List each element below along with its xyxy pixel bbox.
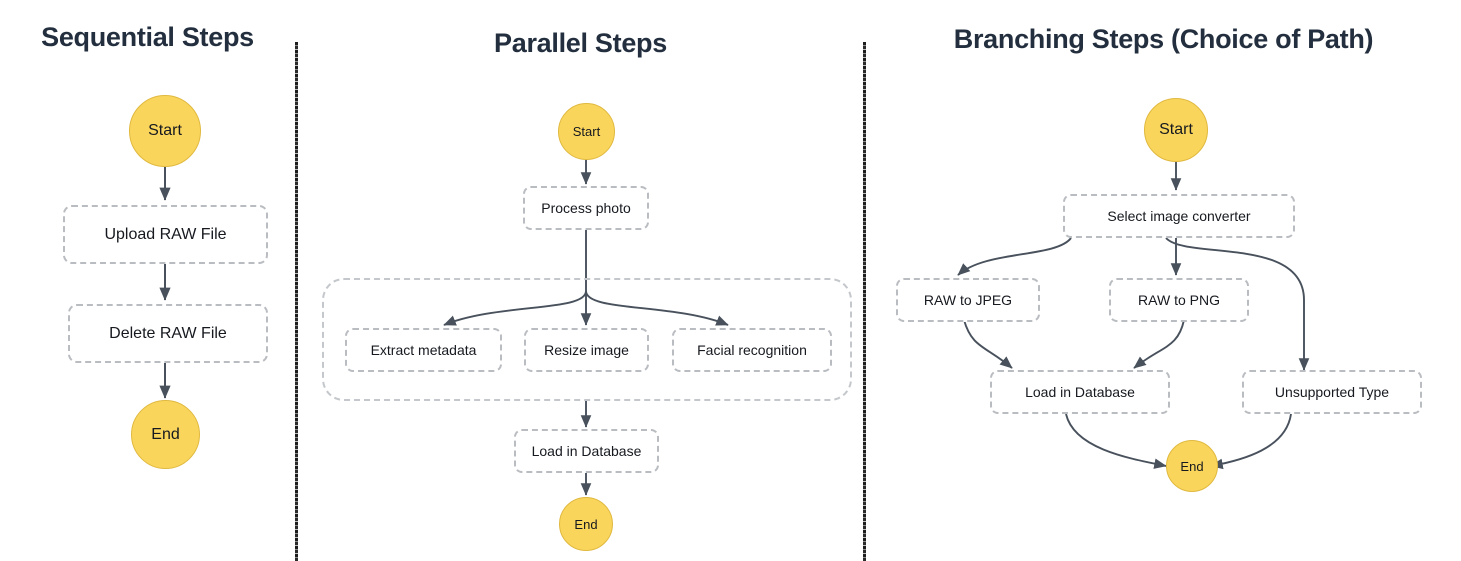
node-start[interactable]: Start <box>558 103 615 160</box>
parallel-group-container <box>322 278 852 401</box>
node-end[interactable]: End <box>1166 440 1218 492</box>
node-label: Delete RAW File <box>109 324 227 342</box>
node-process-photo[interactable]: Process photo <box>523 186 649 230</box>
node-label: Start <box>1159 121 1193 138</box>
node-resize-image[interactable]: Resize image <box>524 328 649 372</box>
node-unsupported-type[interactable]: Unsupported Type <box>1242 370 1422 414</box>
panel-sequential: Sequential Steps Start Upload RAW File D… <box>0 0 295 561</box>
node-raw-to-jpeg[interactable]: RAW to JPEG <box>896 278 1040 322</box>
panel-branching: Branching Steps (Choice of Path) <box>866 0 1461 561</box>
node-load-in-database[interactable]: Load in Database <box>990 370 1170 414</box>
node-label: Select image converter <box>1107 208 1251 224</box>
node-end[interactable]: End <box>131 400 200 469</box>
node-label: Unsupported Type <box>1274 384 1390 400</box>
branching-edges <box>957 162 1310 470</box>
node-label: Load in Database <box>1025 384 1135 400</box>
node-label: End <box>574 516 598 532</box>
node-end[interactable]: End <box>559 497 613 551</box>
node-label: End <box>151 425 180 443</box>
panel-title-sequential: Sequential Steps <box>41 22 254 52</box>
panel-divider-1 <box>295 42 298 561</box>
node-label: Process photo <box>541 200 631 216</box>
node-upload-raw-file[interactable]: Upload RAW File <box>63 205 268 264</box>
node-delete-raw-file[interactable]: Delete RAW File <box>68 304 268 363</box>
node-label: Load in Database <box>531 443 642 459</box>
node-select-image-converter[interactable]: Select image converter <box>1063 194 1295 238</box>
node-label: Extract metadata <box>370 342 477 358</box>
sequential-edges <box>159 167 171 399</box>
node-start[interactable]: Start <box>129 95 201 167</box>
node-label: RAW to PNG <box>1138 292 1220 308</box>
node-extract-metadata[interactable]: Extract metadata <box>345 328 502 372</box>
node-raw-to-png[interactable]: RAW to PNG <box>1109 278 1249 322</box>
parallel-edges <box>443 159 729 496</box>
panel-divider-2 <box>863 42 866 561</box>
panel-title-parallel: Parallel Steps <box>494 28 667 58</box>
node-label: Resize image <box>544 342 629 358</box>
node-label: Start <box>148 122 182 139</box>
node-load-in-database[interactable]: Load in Database <box>514 429 659 473</box>
node-label: RAW to JPEG <box>923 292 1013 308</box>
node-facial-recognition[interactable]: Facial recognition <box>672 328 832 372</box>
node-label: Facial recognition <box>697 342 807 358</box>
panel-title-branching: Branching Steps (Choice of Path) <box>953 24 1374 54</box>
node-start[interactable]: Start <box>1144 98 1208 162</box>
node-label: Upload RAW File <box>104 225 227 243</box>
node-label: End <box>1180 458 1204 474</box>
node-label: Start <box>572 124 601 139</box>
panel-parallel: Parallel Steps <box>298 0 863 561</box>
